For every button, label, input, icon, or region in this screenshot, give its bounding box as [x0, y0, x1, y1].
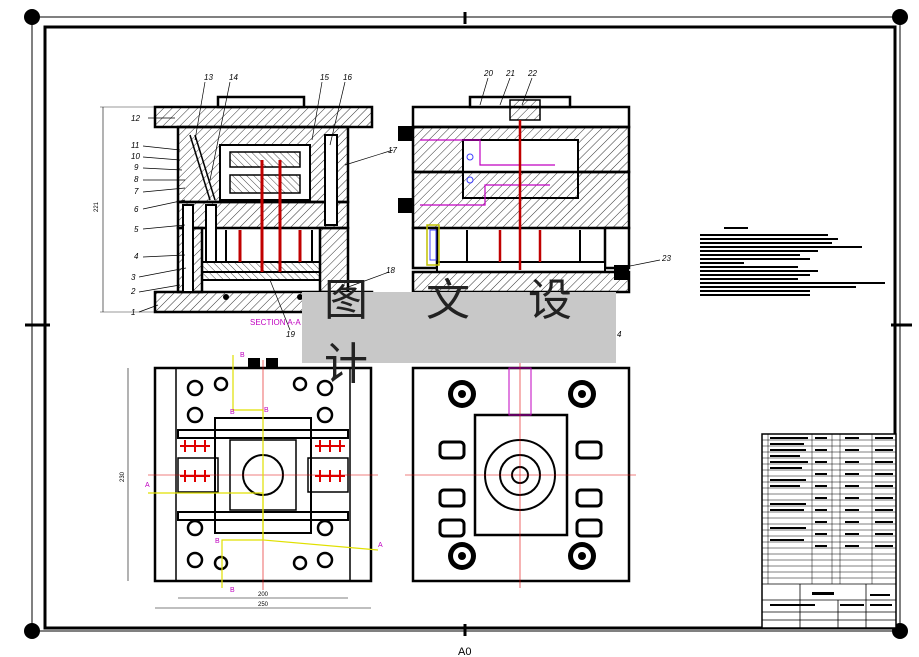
part-number: 13 — [204, 73, 213, 82]
part-labels-right: 20 21 22 23 4 — [483, 69, 671, 339]
part-number: 20 — [483, 69, 493, 78]
part-number: 17 — [388, 146, 397, 155]
dimension-value: 221 — [94, 201, 100, 212]
part-number: 19 — [286, 330, 295, 339]
part-number: 18 — [386, 266, 395, 275]
part-labels-left: 12 11 10 9 8 7 6 5 4 3 2 1 13 14 15 16 1… — [94, 73, 397, 339]
section-mark: B — [240, 352, 245, 359]
part-number: 11 — [131, 141, 139, 150]
part-number: 23 — [661, 254, 671, 263]
part-number: 15 — [320, 73, 329, 82]
section-mark: A — [145, 482, 150, 489]
part-number: 21 — [505, 69, 515, 78]
part-number: 10 — [131, 152, 140, 161]
part-number: 5 — [134, 225, 139, 234]
dimension-value: 250 — [258, 602, 269, 608]
section-mark: B — [215, 538, 220, 545]
watermark-banner: 图 文 设 计 — [302, 275, 616, 390]
right-plan-view — [405, 362, 636, 588]
part-number: 7 — [134, 187, 139, 196]
part-number: 14 — [229, 73, 238, 82]
section-mark: B — [230, 409, 235, 416]
section-mark: A — [378, 542, 383, 549]
dimension-value: 230 — [120, 471, 126, 482]
section-mark: B — [230, 587, 235, 594]
part-number: 9 — [134, 163, 139, 172]
part-number: 22 — [527, 69, 537, 78]
part-number: 3 — [131, 273, 136, 282]
section-label: SECTION A-A — [250, 318, 301, 327]
part-number: 8 — [134, 175, 139, 184]
part-number: 16 — [343, 73, 352, 82]
part-number: 1 — [131, 308, 135, 317]
sheet-frame — [24, 9, 912, 639]
title-block — [761, 433, 897, 629]
section-mark: B — [264, 407, 269, 414]
technical-notes — [700, 227, 885, 296]
part-number: 6 — [134, 205, 139, 214]
dimension-value: 200 — [258, 592, 269, 598]
left-plan-view — [127, 355, 379, 609]
leaders-left — [138, 81, 394, 331]
part-number: 4 — [617, 330, 622, 339]
right-section-view — [398, 77, 661, 294]
watermark-text: 图 文 设 计 — [324, 274, 594, 390]
part-number: 4 — [134, 252, 139, 261]
sheet-size-label: A0 — [458, 646, 471, 657]
plan-labels: A A B B B B B 230 200 250 — [120, 352, 383, 608]
part-number: 2 — [130, 287, 136, 296]
part-number: 12 — [131, 114, 140, 123]
